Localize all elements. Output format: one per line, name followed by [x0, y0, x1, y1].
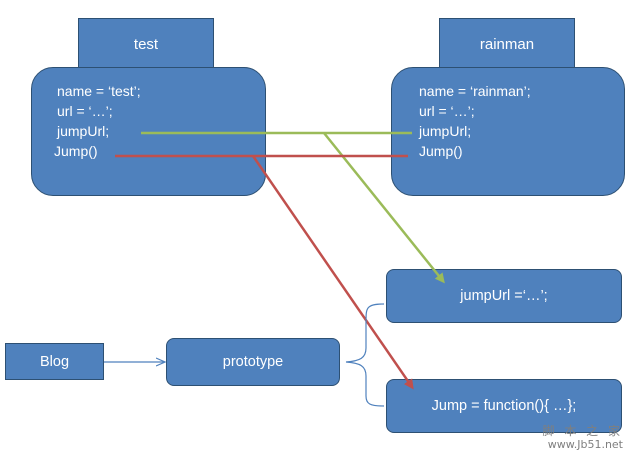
rainman-member-name: name = ‘rainman’; [419, 83, 531, 99]
test-object-body [31, 67, 266, 196]
rainman-member-url: url = ‘…’; [419, 103, 475, 119]
prototype-member-jumpurl-box: jumpUrl =‘…’; [386, 269, 622, 323]
prototype-brace [345, 303, 385, 407]
test-member-jump: Jump() [54, 143, 98, 159]
test-object-name: test [133, 35, 159, 53]
rainman-object-members: name = ‘rainman’; url = ‘…’; jumpUrl; Ju… [419, 81, 531, 161]
test-member-name: name = ‘test’; [57, 83, 141, 99]
watermark-title: 脚 本 之 家 [542, 424, 623, 438]
blog-box: Blog [5, 343, 104, 380]
watermark: 脚 本 之 家 www.Jb51.net [543, 424, 623, 452]
rainman-member-jumpurl: jumpUrl; [419, 123, 472, 139]
prototype-label: prototype [222, 354, 284, 370]
test-member-jumpurl: jumpUrl; [57, 123, 110, 139]
test-object-tab: test [78, 18, 214, 70]
prototype-member-jump: Jump = function(){ …}; [431, 398, 577, 414]
prototype-member-jump-box: Jump = function(){ …}; [386, 379, 622, 433]
watermark-url: www.Jb51.net [547, 438, 623, 451]
rainman-object-name: rainman [479, 35, 535, 53]
prototype-member-jumpurl: jumpUrl =‘…’; [460, 288, 548, 304]
prototype-box: prototype [166, 338, 340, 386]
blog-label: Blog [39, 353, 70, 370]
rainman-object-tab: rainman [439, 18, 575, 70]
test-member-url: url = ‘…’; [57, 103, 113, 119]
test-object-members: name = ‘test’; url = ‘…’; jumpUrl; Jump(… [54, 81, 141, 161]
rainman-member-jump: Jump() [419, 143, 463, 159]
